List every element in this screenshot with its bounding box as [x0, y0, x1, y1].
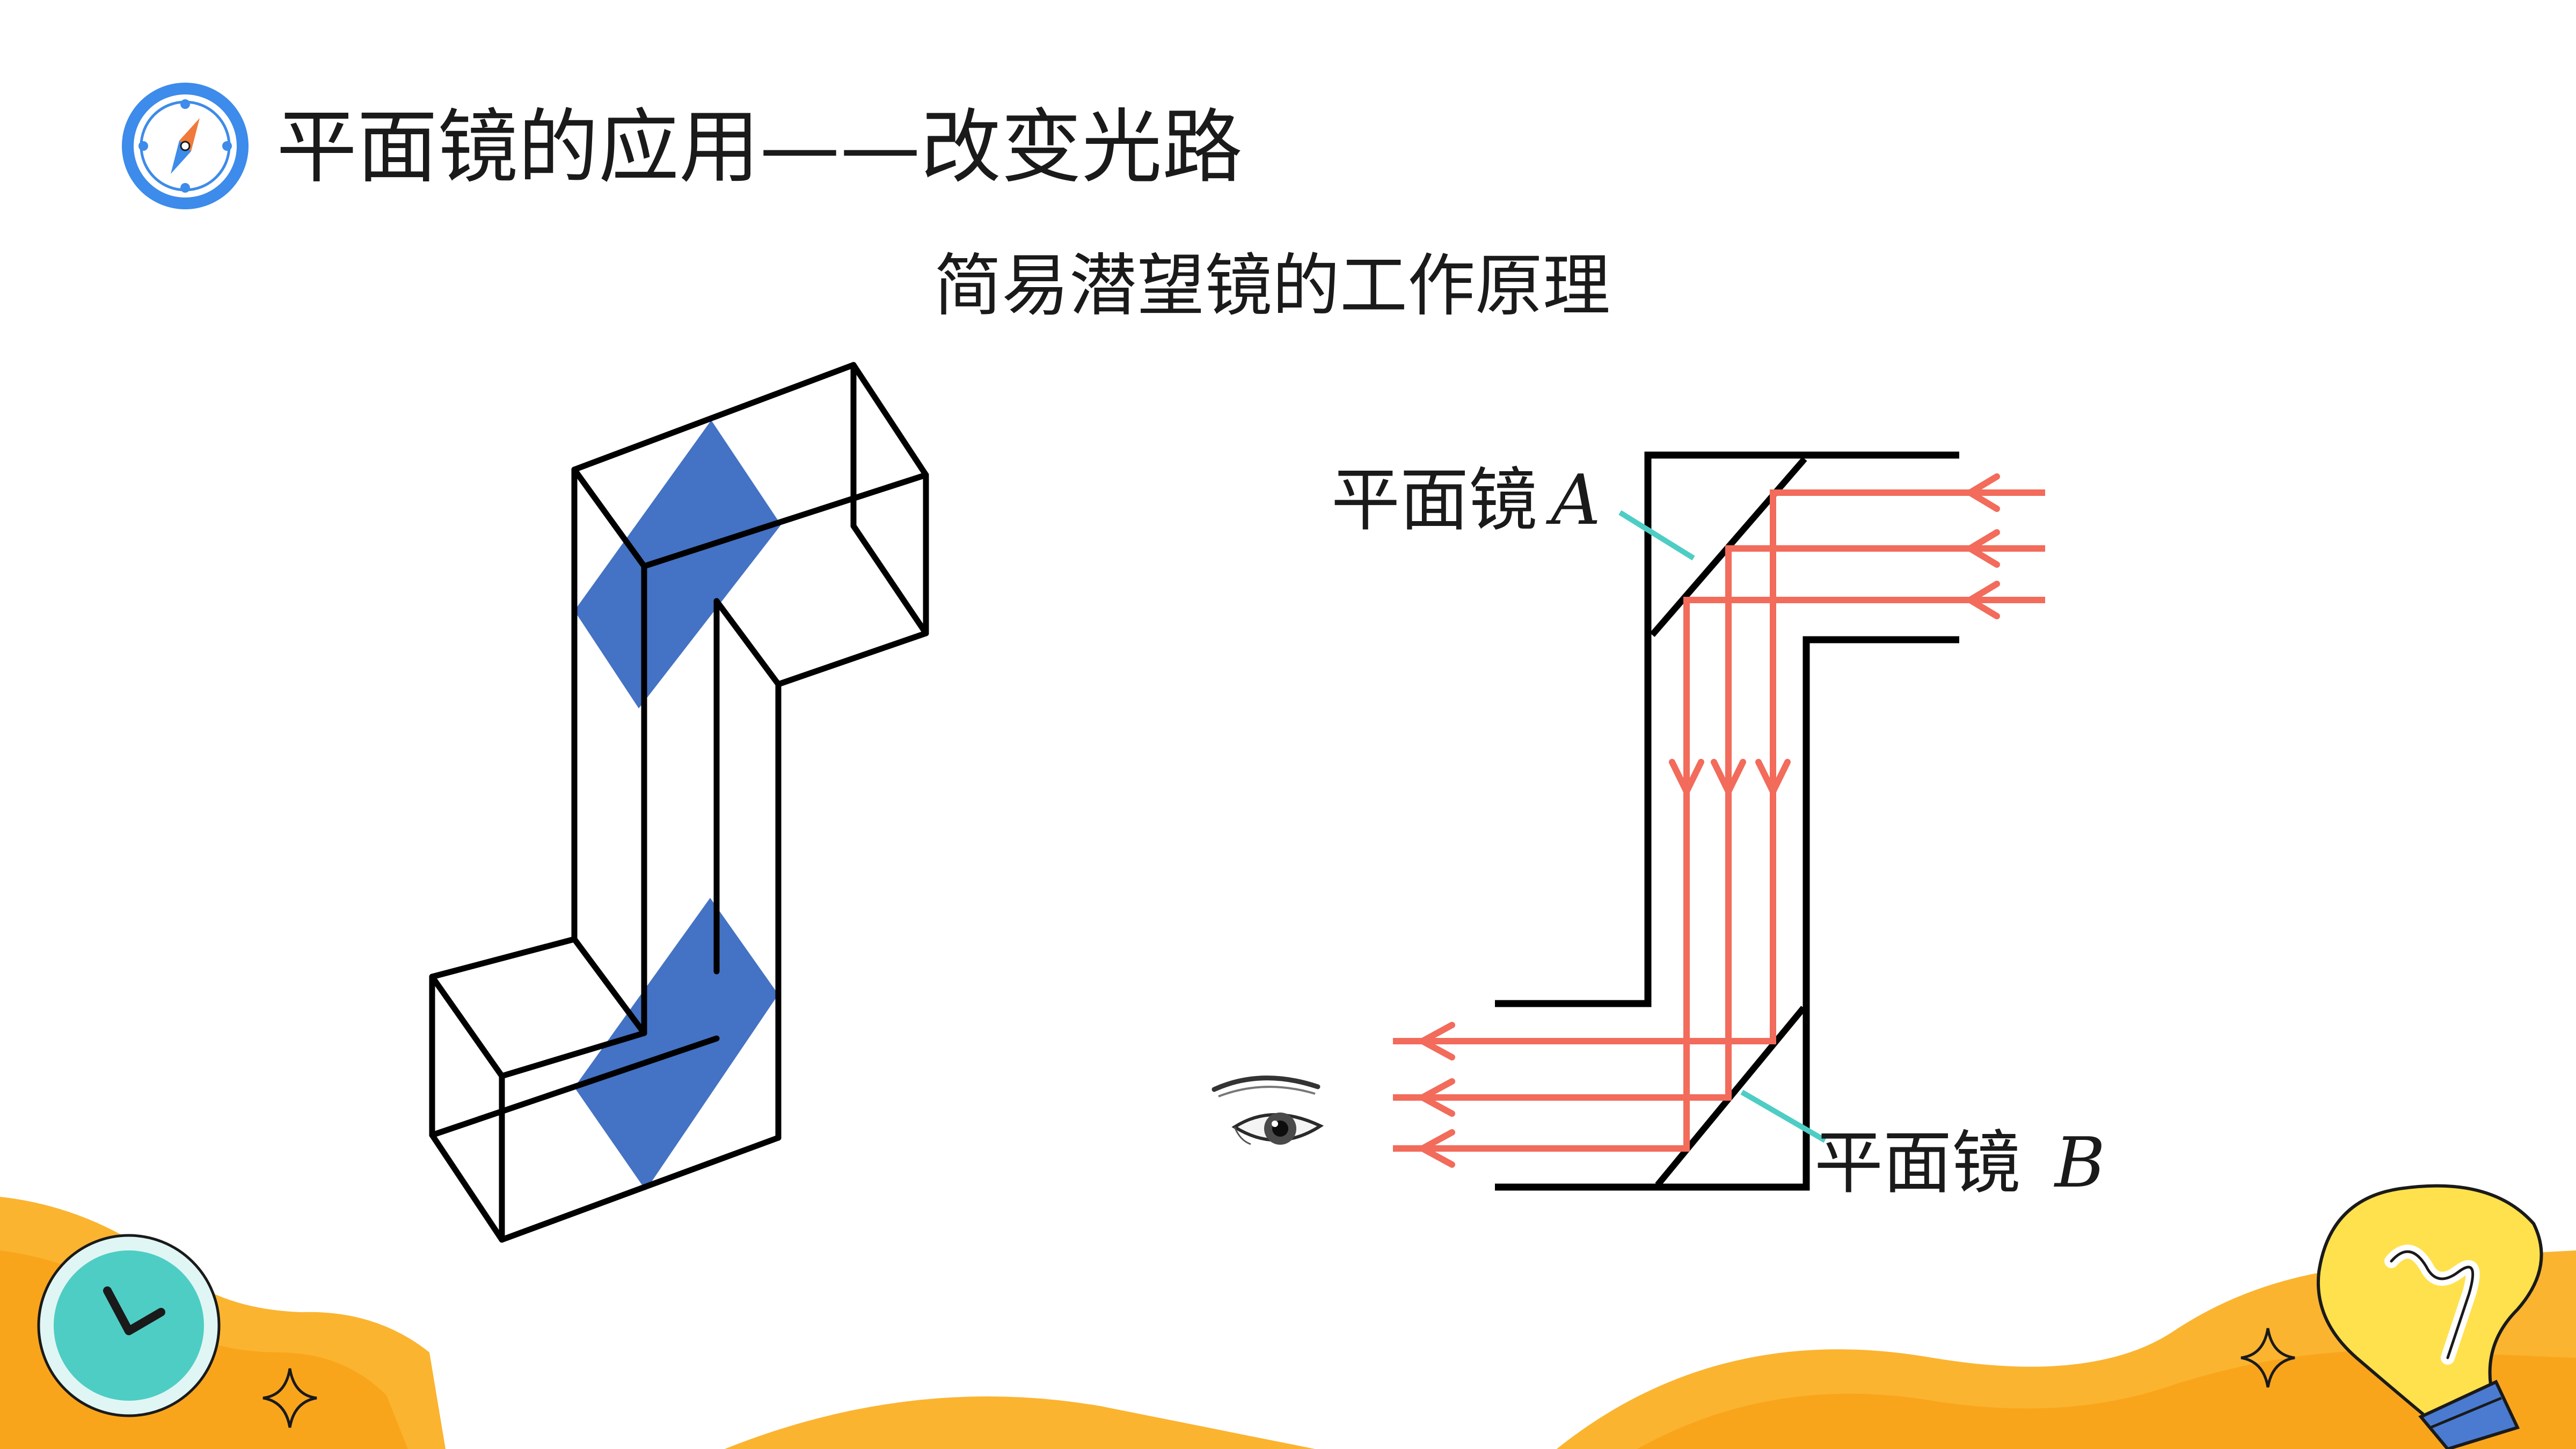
- periscope-3d: [429, 362, 929, 1243]
- page-title: 平面镜的应用——改变光路: [276, 101, 1243, 194]
- periscope-mirror-a: [574, 420, 781, 708]
- ray-1: [1393, 489, 2045, 1044]
- mirror-b-label-text: 平面镜: [1814, 1123, 2021, 1203]
- bottom-wave-decoration: [0, 1197, 2576, 1449]
- light-rays: [1393, 489, 2045, 1152]
- periscope-outline: [1495, 451, 1959, 1191]
- ray-3: [1393, 597, 2045, 1152]
- ray-2: [1393, 545, 2045, 1101]
- ray-diagram: [1212, 451, 2045, 1191]
- mirror-a-label-text: 平面镜: [1331, 460, 1538, 540]
- mirror-a-label: 平面镜 A: [1331, 458, 1601, 544]
- sparkle-icon: [2241, 1328, 2295, 1388]
- mirror-b-label-var: B: [2055, 1123, 2106, 1203]
- eye-icon: [1212, 1075, 1324, 1145]
- mirror-b-pointer: [1740, 1089, 1827, 1143]
- ray-arrowheads: [1419, 473, 2000, 1168]
- clock-icon: [37, 1234, 221, 1417]
- mirror-b-label: 平面镜 B: [1814, 1121, 2105, 1206]
- compass-icon: [122, 83, 249, 209]
- sparkle-icon: [262, 1368, 317, 1428]
- lightbulb-icon: [2316, 1184, 2543, 1449]
- mirror-a-pointer: [1618, 510, 1695, 561]
- page-subtitle: 简易潜望镜的工作原理: [934, 246, 1610, 325]
- periscope-mirror-b: [574, 898, 778, 1190]
- mirror-a-label-var: A: [1551, 460, 1601, 540]
